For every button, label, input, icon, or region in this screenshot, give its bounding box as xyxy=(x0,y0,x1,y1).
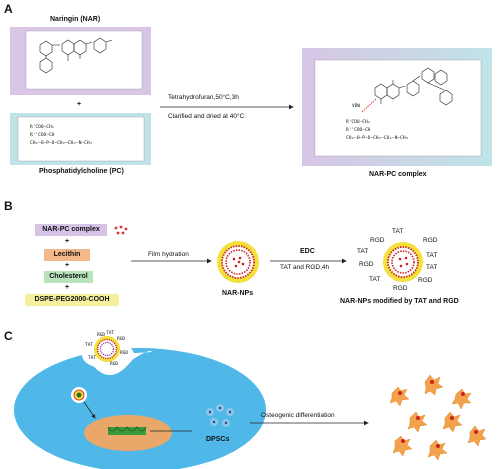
panel-label-a: A xyxy=(4,2,13,16)
dna-helix-icon xyxy=(107,426,147,435)
ingredient-cholesterol: Cholesterol xyxy=(49,273,88,280)
ingredient-nar-pc: NAR-PC complex xyxy=(42,226,100,233)
cell-body xyxy=(14,348,266,469)
surface-ligand: RGD xyxy=(97,333,106,338)
nar-pc-particles xyxy=(114,225,128,235)
pc-formula-line-2: R''COO—CH xyxy=(30,133,55,138)
pc-title: Phosphatidylcholine (PC) xyxy=(39,168,124,175)
surface-np-particle xyxy=(94,336,120,362)
naringin-structure-card xyxy=(25,30,143,90)
ligand-label: RGD xyxy=(423,237,438,244)
vdw-label: VDW xyxy=(352,104,361,109)
pill-cholesterol xyxy=(44,271,93,283)
pill-nar-pc xyxy=(35,224,107,236)
pill-dspe xyxy=(25,294,119,306)
arrow-internalization xyxy=(83,401,96,419)
dpsc-label: DPSCs xyxy=(206,436,230,443)
ingredient-lecithin: Lecithin xyxy=(53,251,81,258)
surface-ligand: TAT xyxy=(106,331,115,336)
complex-molecule xyxy=(374,67,453,106)
internalized-vesicle xyxy=(71,387,87,403)
complex-structure-card xyxy=(314,59,482,157)
plus-sign-b1: + xyxy=(64,238,70,245)
ligand-label: RGD xyxy=(359,261,374,268)
panel-label-c: C xyxy=(4,329,13,343)
ligand-label: TAT xyxy=(392,228,404,235)
modified-np-label: NAR-NPs modified by TAT and RGD xyxy=(340,298,459,305)
ligand-label: TAT xyxy=(426,252,438,259)
pc-formula-line-3: CH₂—O—P—O—CH₂—CH₂—N—CH₃ xyxy=(30,141,93,146)
surface-ligand: RGD xyxy=(117,337,126,342)
osteogenic-cells xyxy=(389,374,487,461)
condition-2: Clarified and dried at 40°C xyxy=(168,113,245,120)
surface-ligand: RGD xyxy=(120,351,129,356)
product-title: NAR-PC complex xyxy=(369,171,427,178)
ligand-label: TAT xyxy=(357,248,369,255)
complex-formula-line-1: R'COO—CH₂ xyxy=(346,120,371,125)
ligand-label: RGD xyxy=(418,277,433,284)
nar-np-label: NAR-NPs xyxy=(222,290,254,297)
condition-1: Tetrahydrofuran,50°C,3h xyxy=(168,94,239,101)
step-film-hydration: Film hydration xyxy=(148,251,189,258)
naringin-molecule xyxy=(39,37,113,74)
osteogenic-label: Osteogenic differentiation xyxy=(261,412,335,419)
step-tat-rgd: TAT and RGD,4h xyxy=(280,264,330,271)
panel-label-b: B xyxy=(4,199,13,213)
pc-formula-line-1: R'COO—CH₂ xyxy=(30,125,55,130)
ligand-label: TAT xyxy=(426,264,438,271)
ingredient-dspe: DSPE-PEG2000-COOH xyxy=(34,296,110,303)
plus-sign-b2: + xyxy=(64,262,70,269)
pc-structure-card xyxy=(17,116,145,162)
ligand-label: TAT xyxy=(369,276,381,283)
complex-formula-line-2: R''COO—CH xyxy=(346,128,371,133)
complex-formula-line-3: CH₂—O—P—O—CH₂—CH₂—N—CH₃ xyxy=(346,136,409,141)
modified-np-particle xyxy=(383,242,423,282)
plus-sign-b3: + xyxy=(64,284,70,291)
surface-ligand: TAT xyxy=(85,343,94,348)
naringin-title: Naringin (NAR) xyxy=(50,16,101,23)
pill-lecithin xyxy=(44,249,90,261)
ligand-label: RGD xyxy=(393,285,408,292)
surface-ligand: TAT xyxy=(88,356,97,361)
surface-ligand: RGD xyxy=(110,362,119,367)
ligand-label: RGD xyxy=(370,237,385,244)
vdw-interaction xyxy=(361,98,377,113)
nar-np-particle xyxy=(217,241,259,283)
step-edc: EDC xyxy=(300,248,315,255)
plus-sign-a: + xyxy=(77,101,82,108)
